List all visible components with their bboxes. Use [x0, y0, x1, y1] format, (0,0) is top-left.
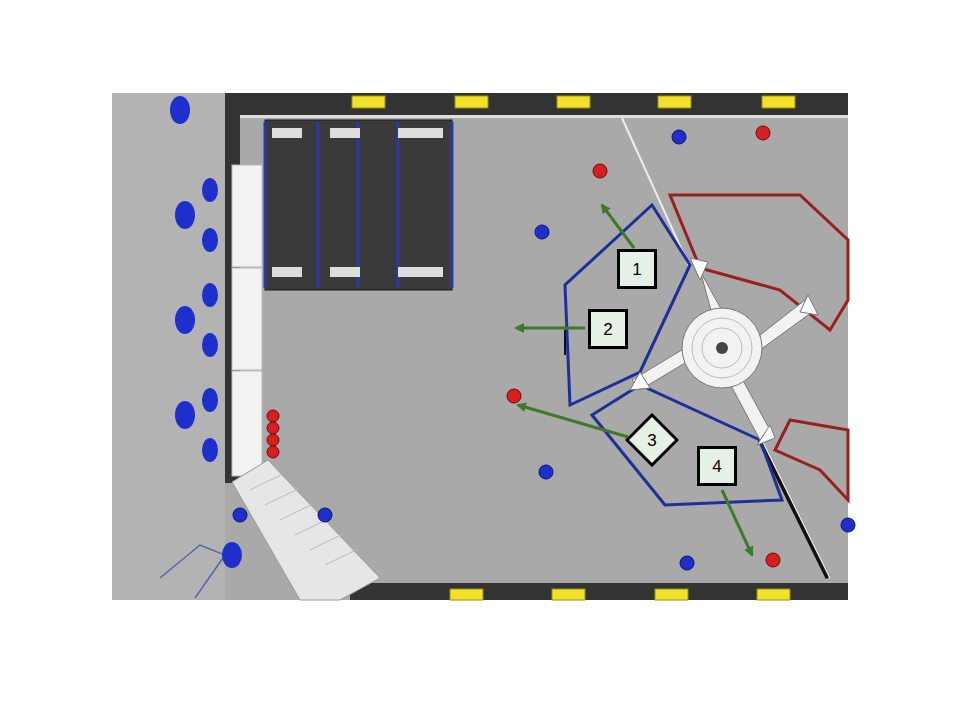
callout-number: 3 — [647, 432, 656, 449]
callout-number: 1 — [632, 261, 641, 278]
callout-box: 2 — [588, 309, 628, 349]
callout-box: 4 — [697, 446, 737, 486]
callout-box: 3 — [625, 413, 679, 467]
callout-number: 4 — [712, 458, 721, 475]
callout-box: 1 — [617, 249, 657, 289]
callout-number: 2 — [603, 321, 612, 338]
